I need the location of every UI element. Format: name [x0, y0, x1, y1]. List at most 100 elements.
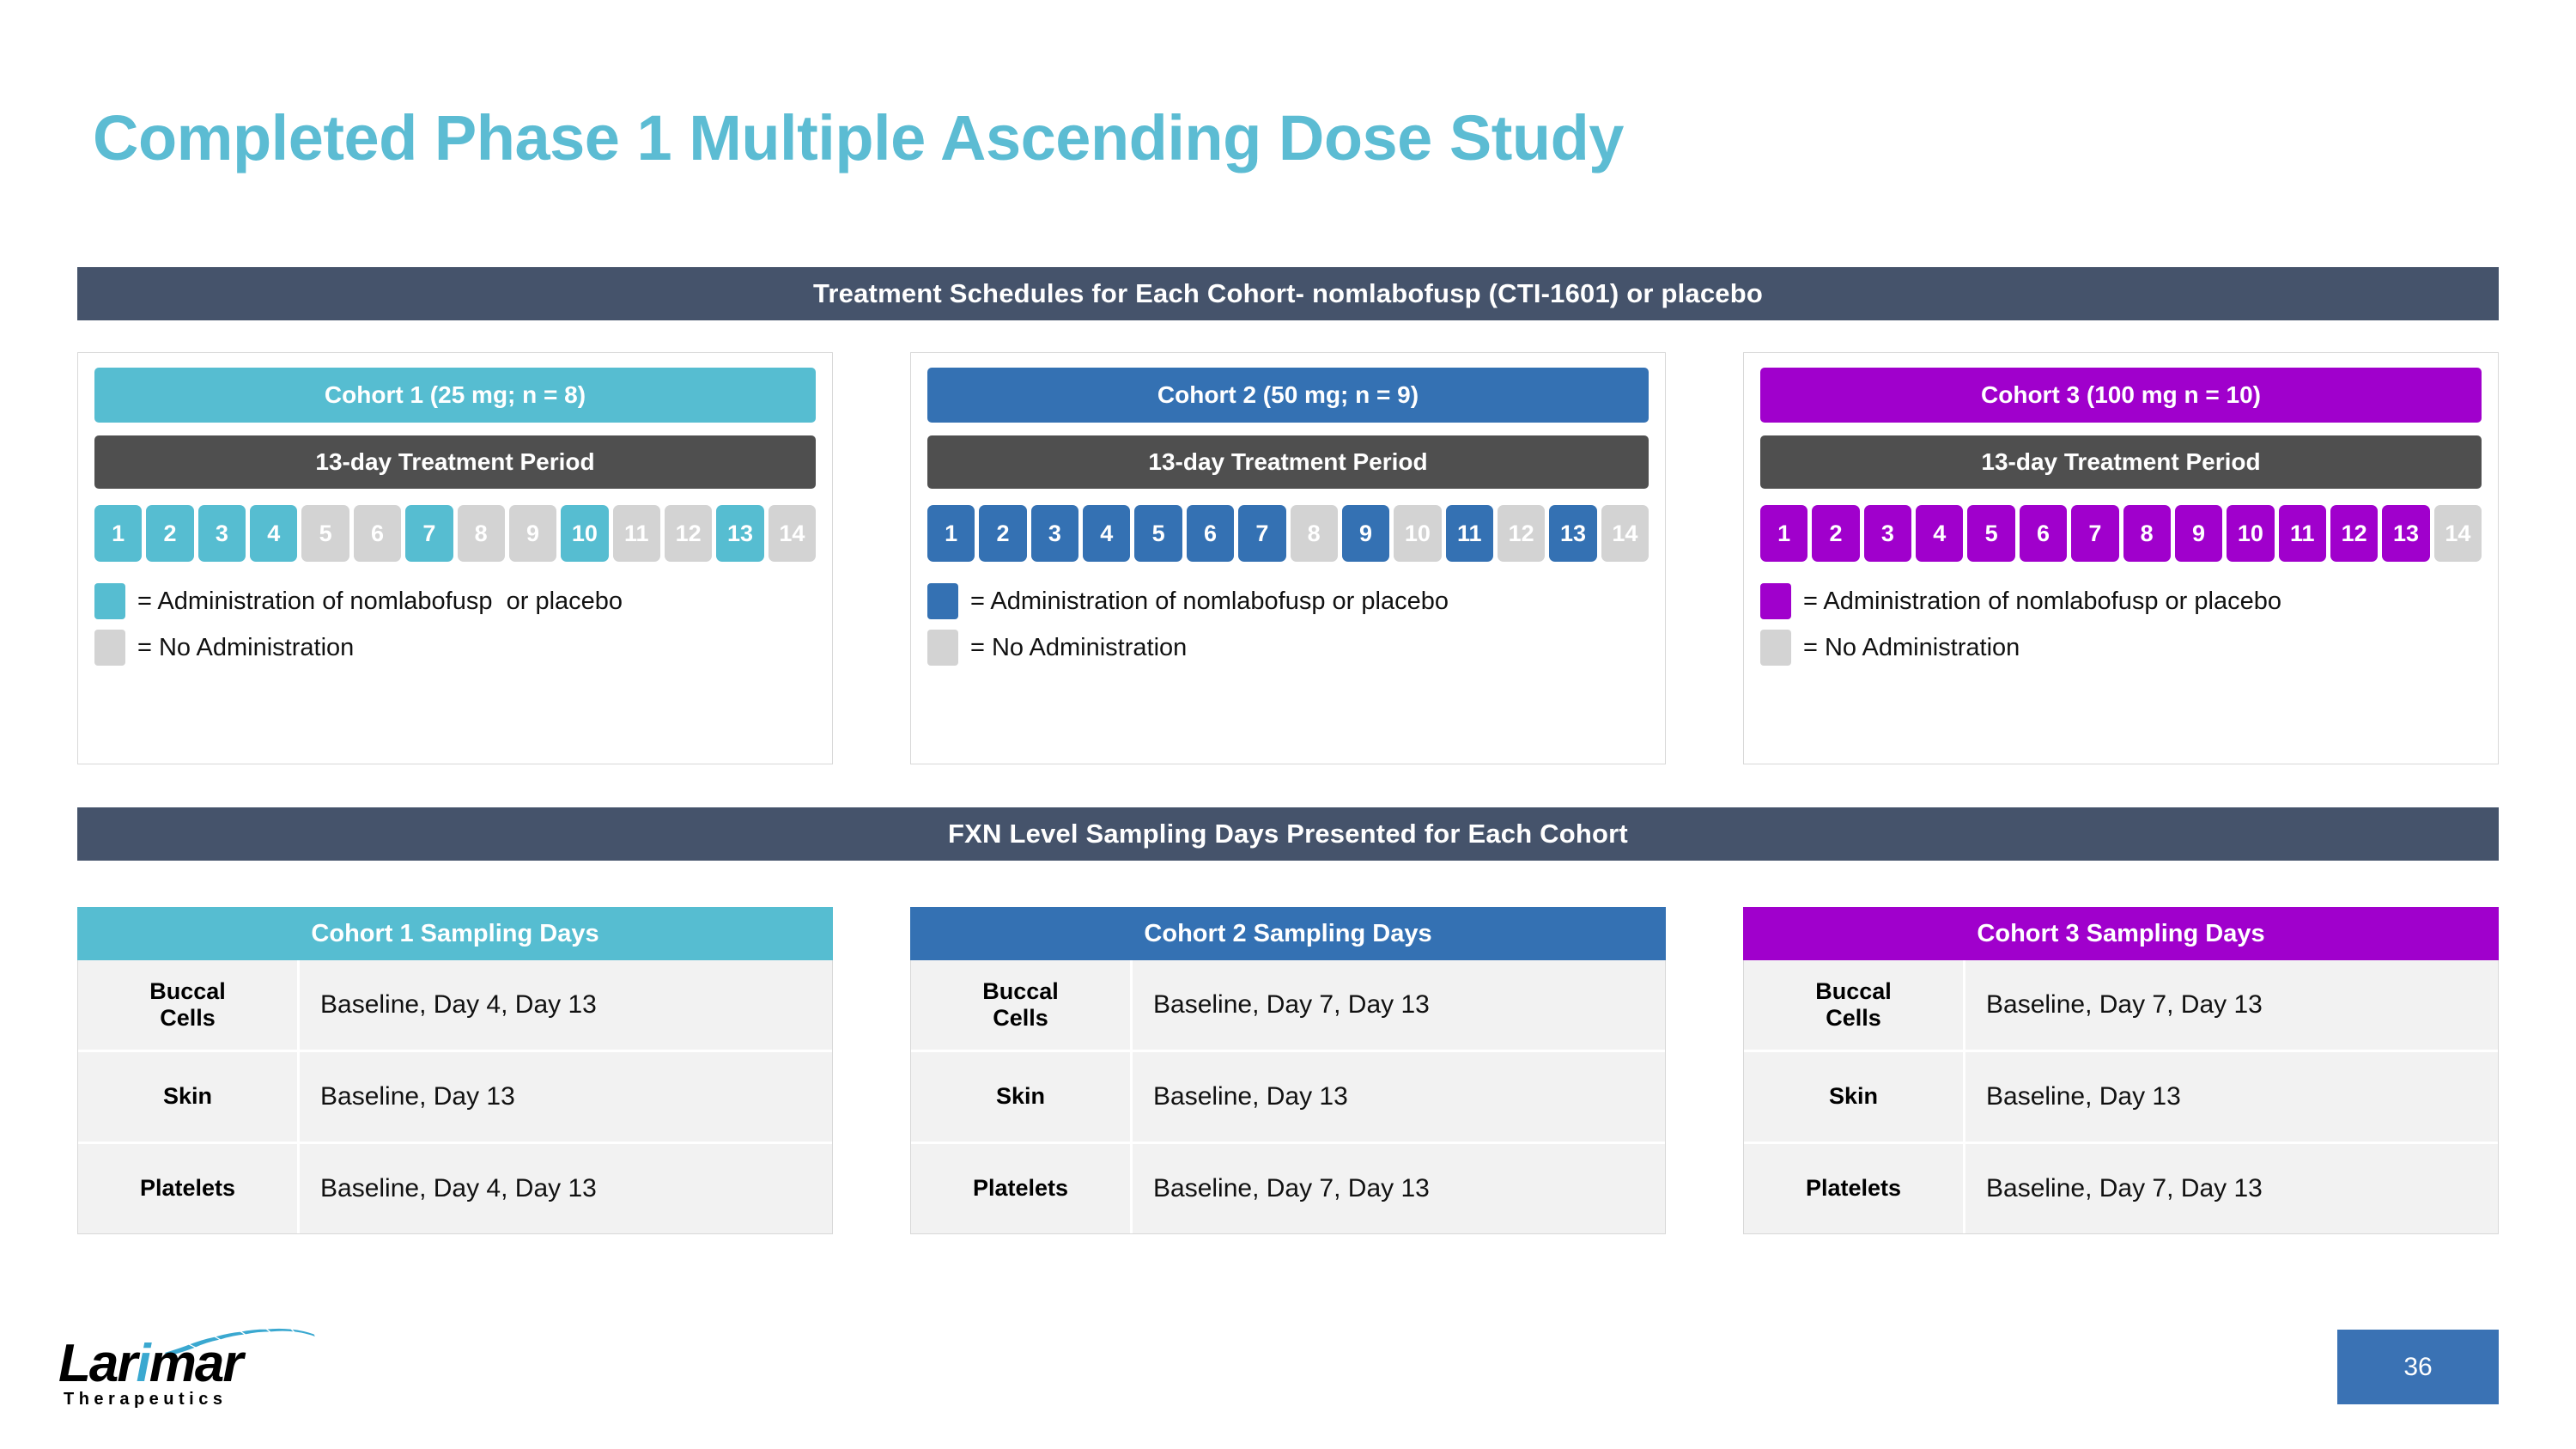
sampling-table-1-header: Cohort 1 Sampling Days: [77, 907, 833, 960]
legend-label-none: = No Administration: [1803, 633, 2020, 661]
cohort-panel-2: Cohort 2 (50 mg; n = 9) 13-day Treatment…: [910, 352, 1666, 764]
fxn-sampling-banner: FXN Level Sampling Days Presented for Ea…: [77, 807, 2499, 861]
cohort-2-day-14: 14: [1601, 505, 1649, 562]
cohort-2-day-2: 2: [979, 505, 1027, 562]
sampling-row-value: Baseline, Day 7, Day 13: [1153, 1174, 1430, 1202]
cohort-2-header: Cohort 2 (50 mg; n = 9): [927, 368, 1649, 423]
cohort-2-day-9: 9: [1341, 505, 1390, 562]
cohort-2-day-7: 7: [1238, 505, 1286, 562]
legend-label-admin: = Administration of nomlabofusp or place…: [970, 587, 1449, 615]
legend-swatch-admin-icon: [927, 583, 958, 619]
cohort-3-day-14: 14: [2433, 505, 2482, 562]
table-row: Skin Baseline, Day 13: [1744, 1052, 2498, 1144]
sampling-row-label: Skin: [1744, 1052, 1965, 1142]
cohort-3-day-6: 6: [2019, 505, 2068, 562]
cohort-panel-3: Cohort 3 (100 mg n = 10) 13-day Treatmen…: [1743, 352, 2499, 764]
legend-row-none: = No Administration: [927, 627, 1649, 668]
sampling-row-value: Baseline, Day 13: [1986, 1082, 2181, 1111]
logo-tagline: Therapeutics: [64, 1390, 228, 1409]
sampling-row-label: Platelets: [78, 1144, 300, 1233]
cohort-1-legend: = Administration of nomlabofusp or place…: [94, 581, 816, 668]
cohort-2-day-10: 10: [1394, 505, 1442, 562]
sampling-row-label: Skin: [911, 1052, 1133, 1142]
table-row: Skin Baseline, Day 13: [911, 1052, 1665, 1144]
legend-label-none: = No Administration: [137, 633, 355, 661]
cohort-3-day-10: 10: [2227, 505, 2275, 562]
cohort-1-day-11: 11: [612, 505, 660, 562]
logo-wordmark: Larimar: [58, 1333, 244, 1394]
cohort-3-day-11: 11: [2278, 505, 2326, 562]
cohort-2-day-12: 12: [1497, 505, 1546, 562]
cohort-1-day-3: 3: [197, 505, 246, 562]
cohort-1-day-12: 12: [664, 505, 713, 562]
sampling-row-label: Skin: [78, 1052, 300, 1142]
sampling-row-value: Baseline, Day 7, Day 13: [1986, 990, 2263, 1019]
cohort-1-day-14: 14: [768, 505, 817, 562]
sampling-row-value: Baseline, Day 4, Day 13: [320, 990, 597, 1019]
cohort-2-day-3: 3: [1030, 505, 1079, 562]
cohort-1-treatment-period: 13-day Treatment Period: [94, 435, 816, 489]
sampling-table-2-header: Cohort 2 Sampling Days: [910, 907, 1666, 960]
table-row: Platelets Baseline, Day 7, Day 13: [1744, 1144, 2498, 1233]
cohort-1-header: Cohort 1 (25 mg; n = 8): [94, 368, 816, 423]
cohort-3-treatment-period: 13-day Treatment Period: [1760, 435, 2482, 489]
legend-swatch-admin-icon: [94, 583, 125, 619]
cohort-panels-container: Cohort 1 (25 mg; n = 8) 13-day Treatment…: [77, 352, 2499, 764]
legend-label-admin: = Administration of nomlabofusp or place…: [137, 587, 623, 615]
cohort-3-day-12: 12: [2330, 505, 2379, 562]
cohort-3-header: Cohort 3 (100 mg n = 10): [1760, 368, 2482, 423]
legend-swatch-none-icon: [94, 630, 125, 666]
page-title: Completed Phase 1 Multiple Ascending Dos…: [93, 102, 1624, 174]
page-number-badge: 36: [2337, 1330, 2499, 1404]
logo-text-part2: mar: [149, 1334, 244, 1393]
cohort-2-treatment-period: 13-day Treatment Period: [927, 435, 1649, 489]
legend-row-admin: = Administration of nomlabofusp or place…: [927, 581, 1649, 622]
cohort-panel-1: Cohort 1 (25 mg; n = 8) 13-day Treatment…: [77, 352, 833, 764]
cohort-2-day-5: 5: [1134, 505, 1182, 562]
cohort-2-day-4: 4: [1083, 505, 1131, 562]
sampling-row-value: Baseline, Day 7, Day 13: [1986, 1174, 2263, 1202]
cohort-1-day-1: 1: [94, 505, 143, 562]
cohort-3-day-3: 3: [1863, 505, 1912, 562]
cohort-1-day-10: 10: [561, 505, 609, 562]
sampling-table-3-header: Cohort 3 Sampling Days: [1743, 907, 2499, 960]
sampling-row-label: Platelets: [1744, 1144, 1965, 1233]
cohort-1-day-8: 8: [457, 505, 505, 562]
larimar-logo: Larimar Therapeutics: [58, 1323, 325, 1417]
cohort-3-day-7: 7: [2071, 505, 2119, 562]
cohort-3-day-5: 5: [1967, 505, 2015, 562]
legend-swatch-none-icon: [1760, 630, 1791, 666]
cohort-3-day-1: 1: [1760, 505, 1808, 562]
cohort-1-day-5: 5: [301, 505, 349, 562]
logo-text-part1: Lar: [58, 1334, 137, 1393]
cohort-3-day-2: 2: [1812, 505, 1860, 562]
sampling-row-value: Baseline, Day 4, Day 13: [320, 1174, 597, 1202]
cohort-1-day-7: 7: [405, 505, 453, 562]
cohort-2-day-13: 13: [1549, 505, 1597, 562]
cohort-2-day-6: 6: [1186, 505, 1235, 562]
cohort-3-legend: = Administration of nomlabofusp or place…: [1760, 581, 2482, 668]
legend-row-admin: = Administration of nomlabofusp or place…: [94, 581, 816, 622]
cohort-3-day-9: 9: [2174, 505, 2223, 562]
legend-swatch-none-icon: [927, 630, 958, 666]
cohort-1-day-9: 9: [508, 505, 557, 562]
sampling-row-value: Baseline, Day 13: [1153, 1082, 1348, 1111]
legend-label-admin: = Administration of nomlabofusp or place…: [1803, 587, 2281, 615]
cohort-1-day-2: 2: [146, 505, 194, 562]
cohort-2-legend: = Administration of nomlabofusp or place…: [927, 581, 1649, 668]
legend-row-none: = No Administration: [1760, 627, 2482, 668]
